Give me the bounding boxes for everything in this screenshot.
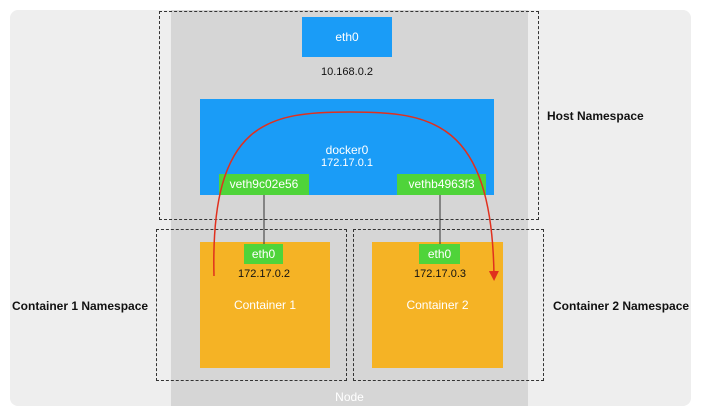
container2-eth0: eth0	[419, 244, 460, 264]
host-eth0: eth0	[302, 17, 392, 57]
container2-namespace-label: Container 2 Namespace	[553, 299, 690, 313]
container1-ip: 172.17.0.2	[238, 268, 290, 280]
veth-left: veth9c02e56	[219, 174, 309, 195]
container1-eth0: eth0	[244, 244, 283, 264]
node-label: Node	[335, 390, 364, 404]
container2-name: Container 2	[406, 298, 469, 312]
packet-flow-arrow	[213, 111, 499, 281]
host-namespace-label: Host Namespace	[547, 109, 644, 123]
container1-name: Container 1	[233, 298, 297, 312]
container1-box: Container 1	[200, 242, 330, 368]
container2-namespace-box	[353, 229, 544, 381]
container1-namespace-box	[156, 229, 347, 381]
docker0-ip: 172.17.0.1	[321, 157, 373, 169]
container1-namespace-label: Container 1 Namespace	[12, 299, 149, 313]
host-namespace-box	[159, 11, 539, 220]
container2-ip: 172.17.0.3	[414, 268, 466, 280]
host-ip: 10.168.0.2	[321, 66, 373, 78]
docker0-label: docker0	[325, 143, 369, 157]
veth-right: vethb4963f3	[397, 174, 486, 195]
